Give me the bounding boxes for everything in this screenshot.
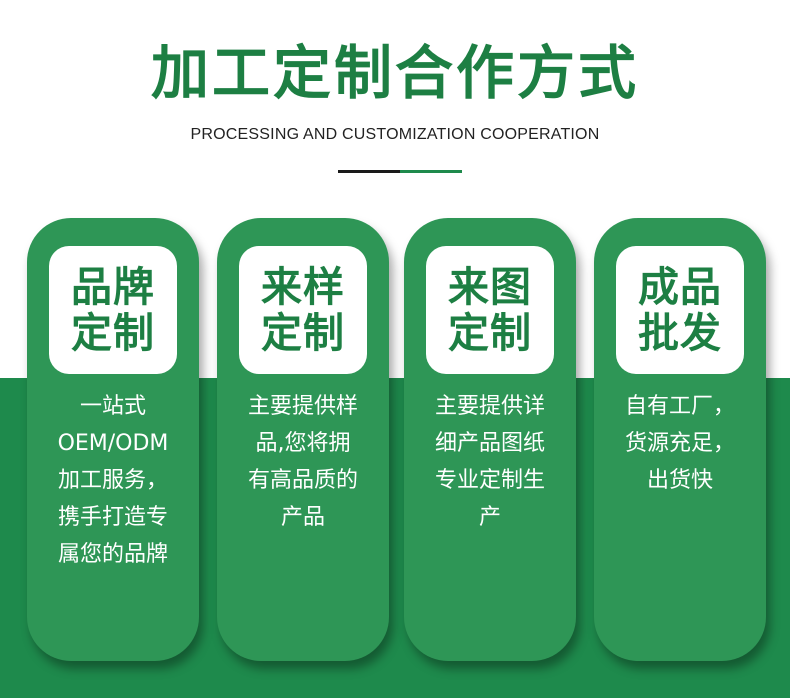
card-brand-customization: 品牌 定制 一站式 OEM/ODM 加工服务， 携手打造专 属您的品牌	[27, 218, 199, 661]
card-drawing-customization: 来图 定制 主要提供详 细产品图纸 专业定制生 产	[404, 218, 576, 661]
card-description: 主要提供样 品,您将拥 有高品质的 产品	[247, 394, 358, 530]
card-description: 一站式 OEM/ODM 加工服务， 携手打造专 属您的品牌	[57, 394, 169, 567]
card-label-box: 品牌 定制	[49, 246, 177, 374]
card-label-line2: 定制	[71, 309, 155, 357]
page-subtitle: PROCESSING AND CUSTOMIZATION COOPERATION	[190, 126, 600, 143]
title-divider-dark	[338, 170, 400, 173]
card-label-line2: 定制	[261, 309, 345, 357]
card-sample-customization: 来样 定制 主要提供样 品,您将拥 有高品质的 产品	[217, 218, 389, 661]
card-label-line1: 品牌	[71, 263, 155, 311]
card-label-line1: 来样	[261, 263, 345, 311]
card-label-line1: 成品	[638, 263, 722, 311]
card-label-box: 来图 定制	[426, 246, 554, 374]
card-wholesale: 成品 批发 自有工厂， 货源充足， 出货快	[594, 218, 766, 661]
card-label-box: 来样 定制	[239, 246, 367, 374]
card-label-box: 成品 批发	[616, 246, 744, 374]
card-label-line2: 批发	[638, 309, 722, 357]
page-title: 加工定制合作方式	[150, 39, 639, 107]
card-description: 自有工厂， 货源充足， 出货快	[624, 394, 735, 493]
card-description: 主要提供详 细产品图纸 专业定制生 产	[434, 394, 545, 530]
card-label-line1: 来图	[448, 263, 532, 311]
title-divider-green	[400, 170, 462, 173]
card-label-line2: 定制	[448, 309, 532, 357]
